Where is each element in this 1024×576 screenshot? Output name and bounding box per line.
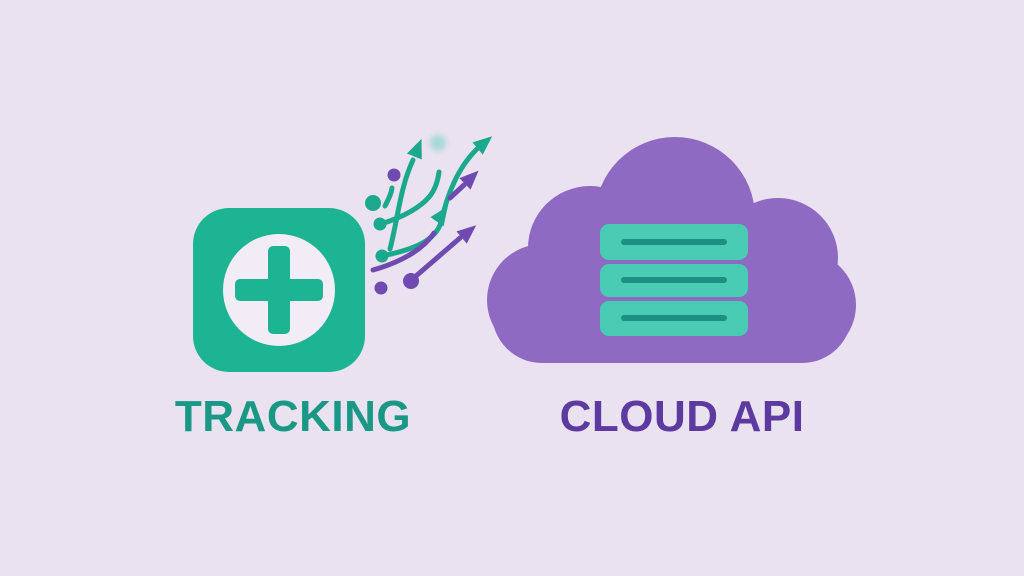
- purple-flow-curves: [370, 182, 467, 279]
- arrowhead-icon: [456, 225, 477, 244]
- server-bar-line: [621, 277, 727, 283]
- purple-flow-dots: [374, 168, 479, 295]
- arrowhead-icon: [459, 170, 479, 190]
- plus-icon: [268, 246, 290, 334]
- flow-dot: [374, 281, 388, 295]
- tracking-icon-circle: [223, 234, 335, 346]
- flow-dot: [375, 249, 389, 263]
- arrowhead-icon: [430, 206, 448, 227]
- flow-dot: [387, 168, 401, 182]
- server-bar-line: [621, 239, 727, 245]
- arrowhead-icon: [472, 136, 493, 155]
- server-bar-line: [621, 315, 727, 321]
- teal-flow-dots: [365, 135, 493, 263]
- tracking-icon: [193, 208, 365, 372]
- data-flow-arrows: [365, 135, 493, 295]
- cloud-server-icon: [487, 137, 856, 363]
- arrowhead-icon: [406, 138, 422, 160]
- flow-dot-blurred: [430, 135, 446, 151]
- tracking-label: TRACKING: [174, 392, 412, 441]
- flow-dot: [373, 217, 387, 231]
- flow-dot: [403, 273, 419, 289]
- server-bar-slots: [621, 239, 727, 321]
- cloud-api-label: CLOUD API: [559, 392, 805, 441]
- flow-dot: [365, 195, 381, 211]
